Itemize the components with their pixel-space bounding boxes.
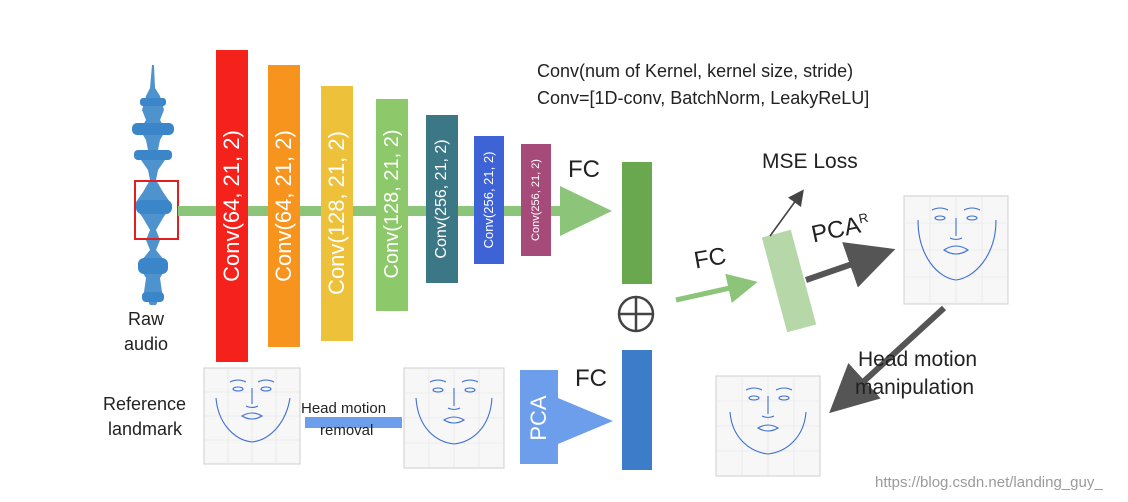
fc-label-mid: FC	[692, 242, 729, 275]
removal-label-line2: removal	[320, 422, 374, 439]
reference-landmark-label-line1: Reference	[103, 394, 187, 414]
fc-label-top: FC	[568, 156, 600, 183]
conv-block-6-label: Conv(256, 21, 2)	[481, 151, 496, 249]
pca-box	[520, 370, 558, 464]
pca-r-output-arrow	[805, 242, 896, 288]
conv-block-7-label: Conv(256, 21, 2)	[530, 159, 542, 241]
manipulation-label-line1: Head motion	[858, 348, 978, 371]
conv-block-4-label: Conv(128, 21, 2)	[381, 129, 403, 279]
face-plot-reference	[203, 367, 301, 465]
conv-block-1	[216, 50, 248, 362]
conv-block-5-label: Conv(256, 21, 2)	[433, 139, 450, 259]
fc-label-bottom: FC	[575, 365, 607, 392]
raw-audio-label-line2: audio	[124, 334, 169, 354]
removal-label-line1: Head motion	[301, 400, 387, 417]
conv-block-2	[268, 65, 300, 347]
removal-bar	[305, 417, 402, 428]
mse-loss-label: MSE Loss	[762, 150, 858, 173]
watermark-text: https://blog.csdn.net/landing_guy_	[875, 474, 1103, 491]
pca-label: PCA	[526, 395, 551, 441]
manipulation-label-line2: manipulation	[855, 376, 975, 399]
concat-icon	[617, 295, 655, 333]
manipulation-arrow	[829, 305, 947, 414]
conv-block-7	[521, 144, 551, 256]
waveform-icon	[132, 65, 174, 305]
pca-r-block	[761, 229, 817, 333]
conv-block-6	[474, 136, 504, 264]
conv-block-3	[321, 86, 353, 341]
face-plot-normalized	[403, 367, 505, 469]
pca-arrow	[558, 398, 613, 444]
reference-landmark-label-line2: landmark	[108, 419, 183, 439]
raw-audio-label-line1: Raw	[128, 309, 165, 329]
conv-block-4	[376, 99, 408, 311]
conv-block-5	[426, 115, 458, 283]
face-plot-output	[903, 195, 1009, 305]
fc-audio-block	[622, 162, 652, 284]
conv-block-2-label: Conv(64, 21, 2)	[271, 130, 296, 282]
conv-block-1-label: Conv(64, 21, 2)	[219, 130, 244, 282]
conv-block-3-label: Conv(128, 21, 2)	[324, 131, 349, 295]
mse-loss-arrow	[769, 189, 804, 237]
fc-arrow	[675, 273, 758, 303]
fc-landmark-block	[622, 350, 652, 470]
legend-line-1: Conv(num of Kernel, kernel size, stride)	[537, 61, 854, 81]
face-plot-manipulated	[715, 375, 821, 477]
legend-line-2: Conv=[1D-conv, BatchNorm, LeakyReLU]	[537, 88, 870, 108]
